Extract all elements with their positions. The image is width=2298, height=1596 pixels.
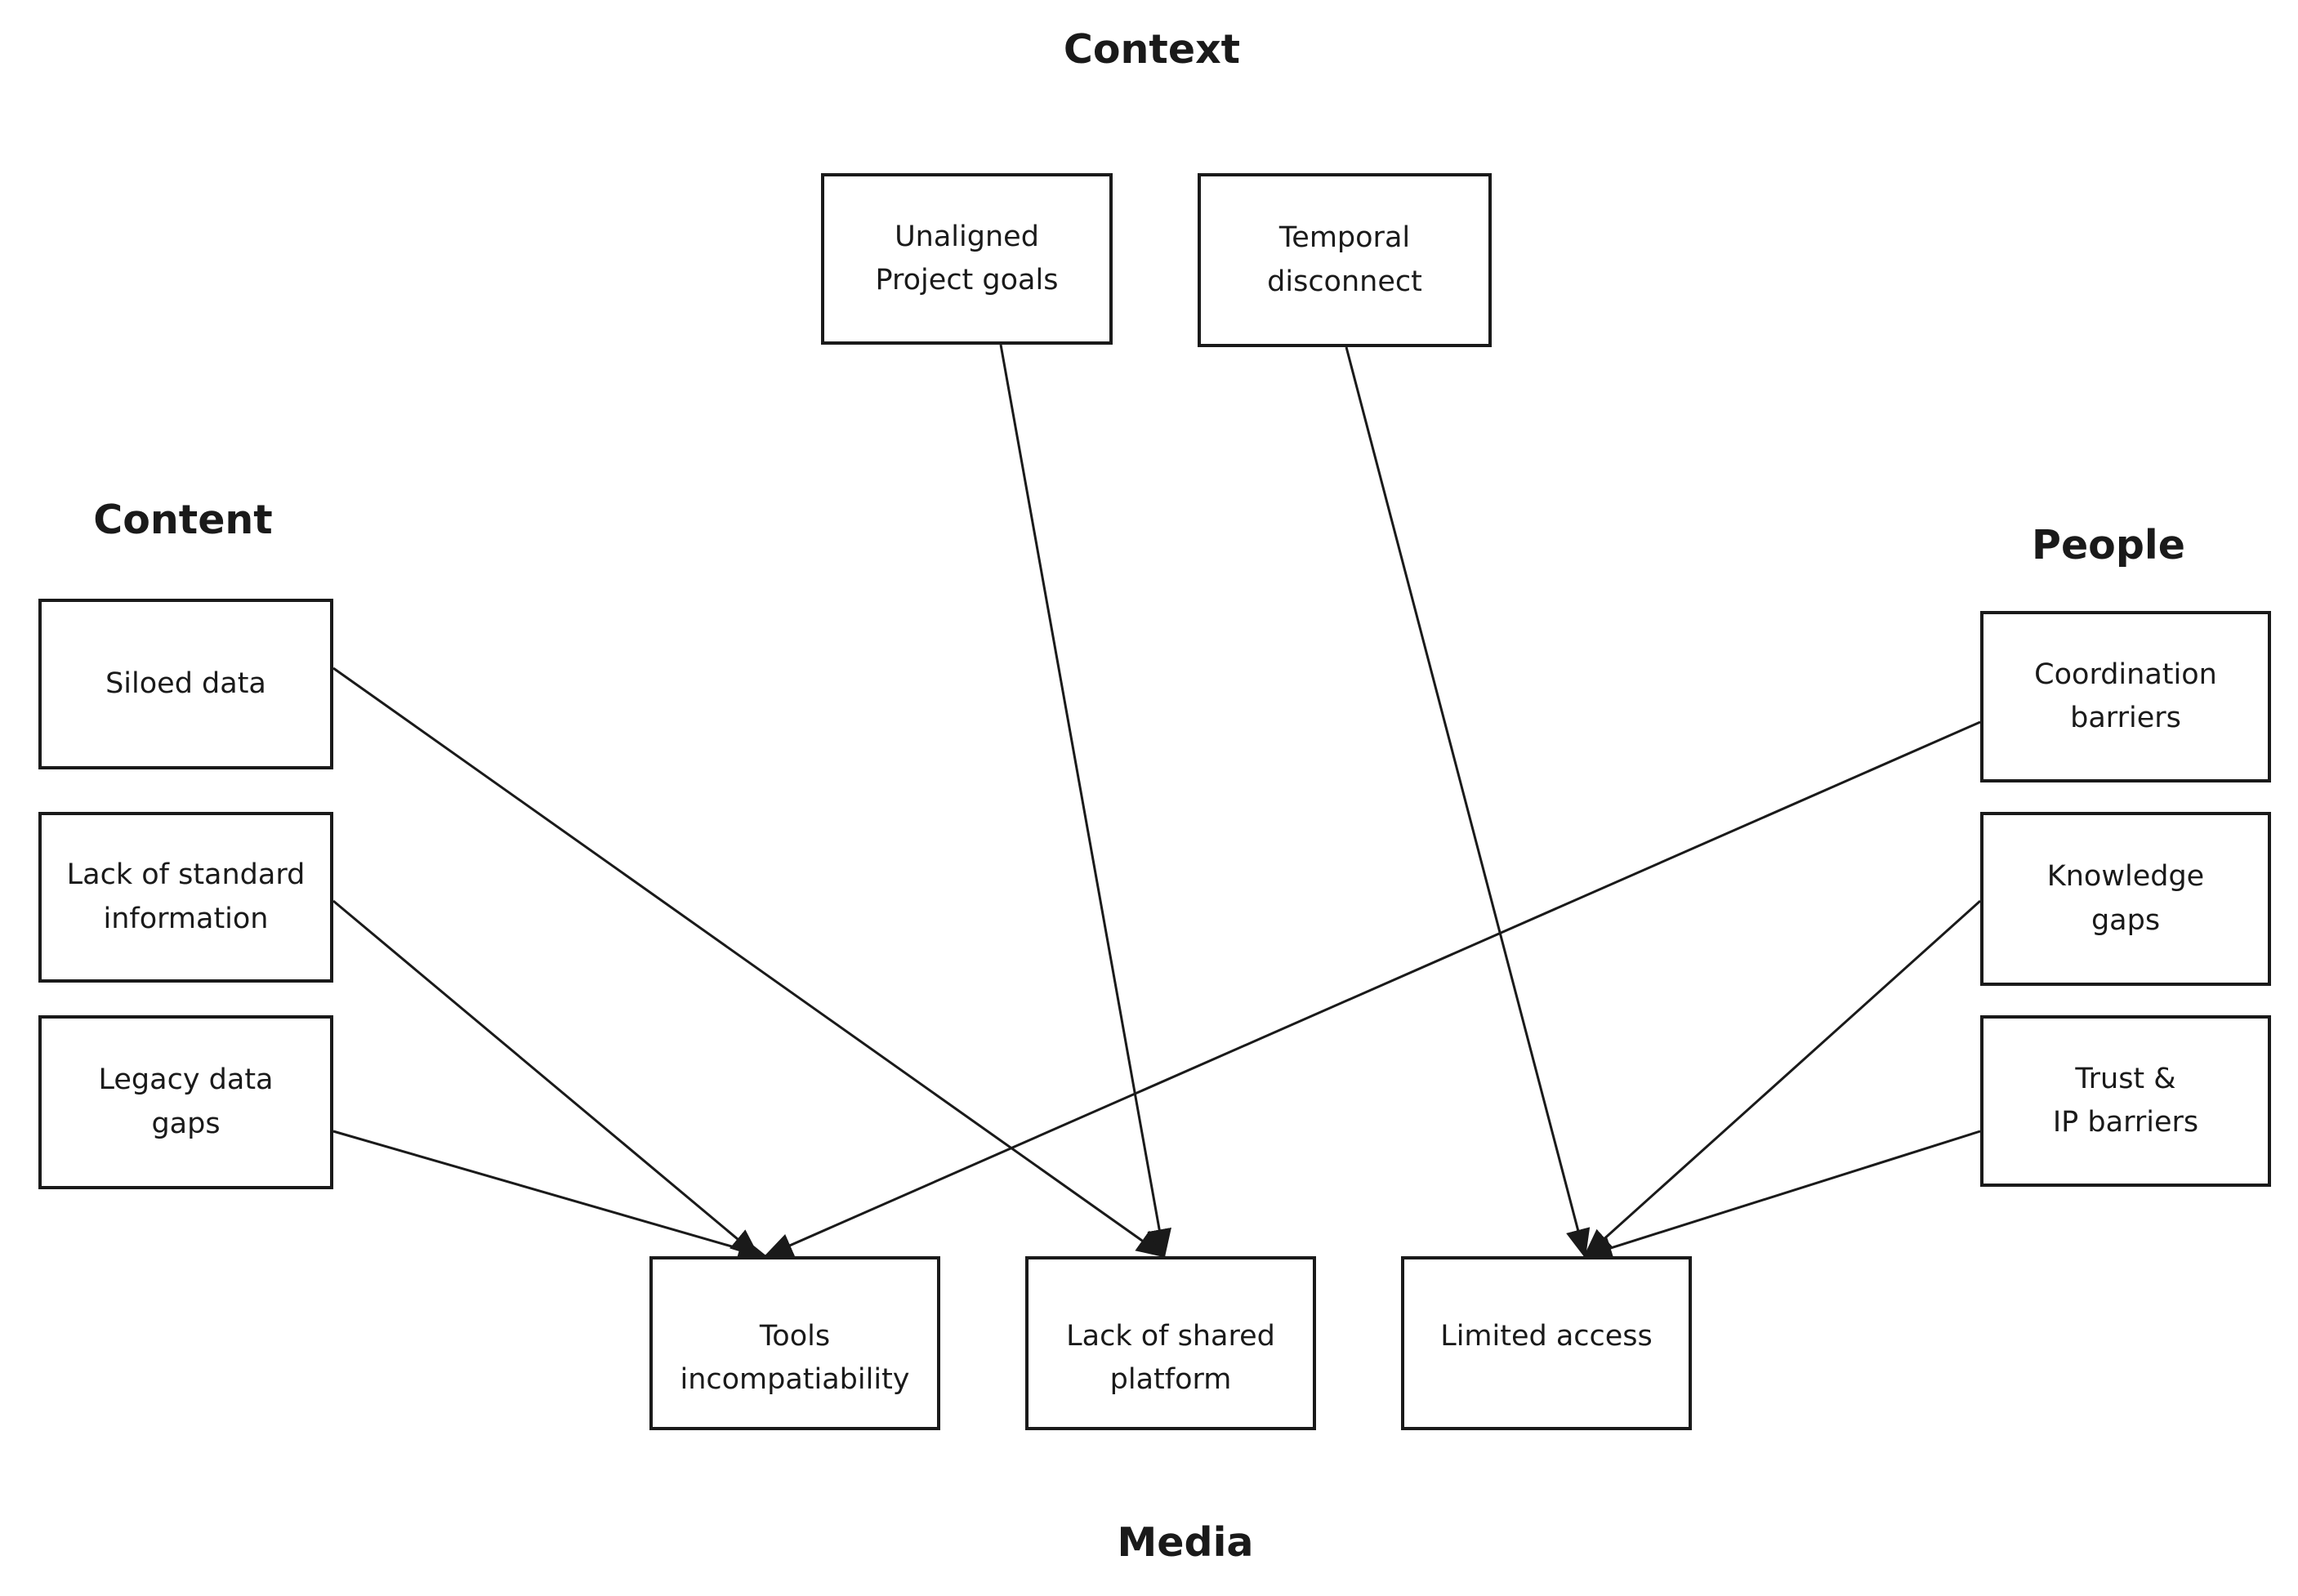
node-label: Siloed data <box>105 666 266 700</box>
edge-trust-to-limited <box>1582 1130 1981 1260</box>
node-label: Limited access <box>1440 1320 1653 1353</box>
node-siloed-data: Siloed data <box>38 599 333 769</box>
node-trust-ip-barriers: Trust &IP barriers <box>1980 1015 2271 1187</box>
group-label-media: Media <box>1117 1519 1254 1566</box>
edge-coordination-to-tools <box>763 720 1981 1258</box>
node-limited-access: Limited access <box>1401 1256 1692 1430</box>
edge-standard-to-tools <box>332 899 761 1258</box>
edge-legacy-to-tools <box>332 1130 768 1261</box>
edge-unaligned-to-shared <box>999 344 1171 1259</box>
group-label-people: People <box>2032 522 2185 568</box>
edge-siloed-to-shared <box>332 666 1167 1258</box>
group-label-content: Content <box>93 497 273 543</box>
edge-temporal-to-limited <box>1345 346 1591 1259</box>
edge-knowledge-to-limited <box>1582 899 1982 1259</box>
node-label: Trust &IP barriers <box>2052 1062 2199 1139</box>
group-label-context: Context <box>1063 26 1241 73</box>
